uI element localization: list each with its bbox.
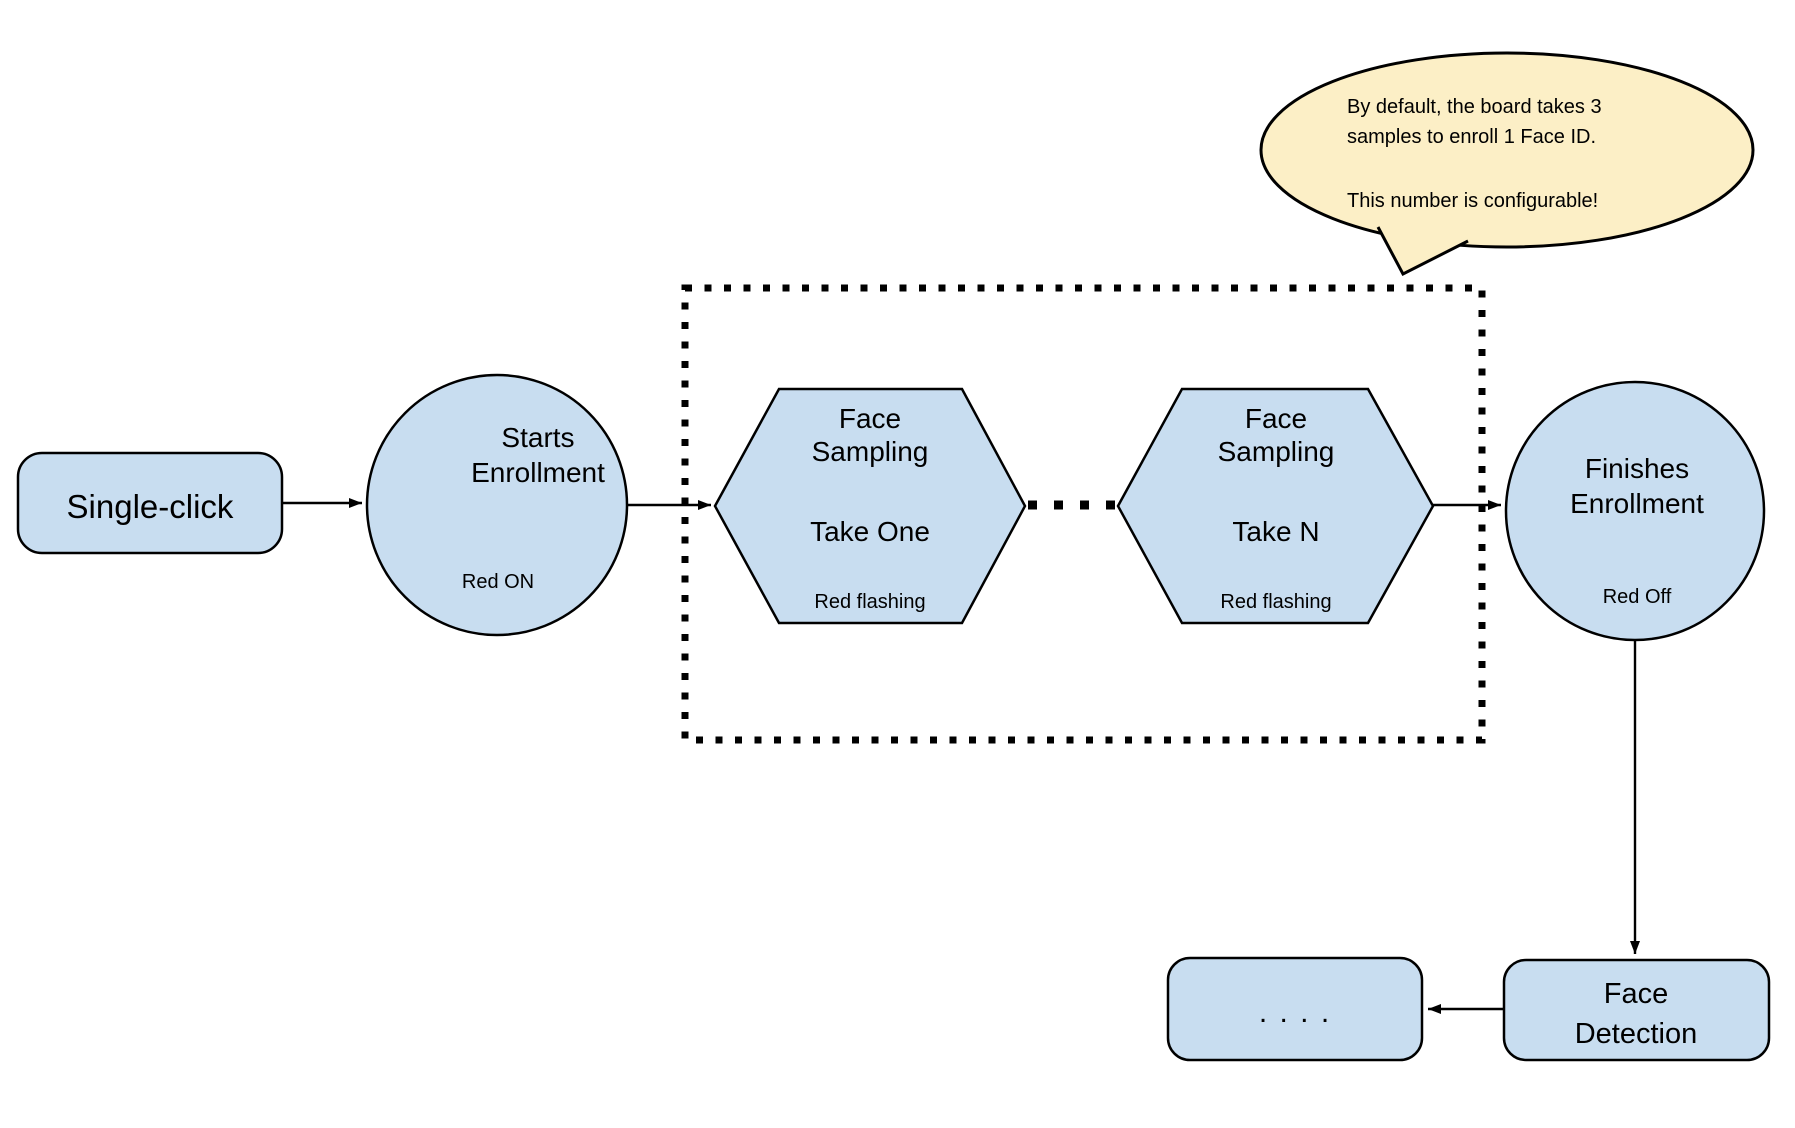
node-single-click: Single-click (16, 451, 284, 555)
starts-enrollment-line2: Enrollment (471, 457, 605, 488)
callout-line1: By default, the board takes 3 (1347, 96, 1602, 118)
face-sampling-one-line3: Take One (810, 516, 930, 547)
face-sampling-n-line1: Face (1245, 403, 1307, 434)
starts-enrollment-line1: Starts (501, 422, 574, 453)
callout-line2: samples to enroll 1 Face ID. (1347, 126, 1596, 148)
finishes-enrollment-line2: Enrollment (1570, 488, 1704, 519)
callout-bubble: By default, the board takes 3 samples to… (1259, 51, 1755, 277)
node-face-sampling-take-n: Face Sampling Take N Red flashing (1116, 387, 1435, 625)
face-sampling-n-line2: Sampling (1218, 436, 1335, 467)
starts-enrollment-status: Red ON (462, 571, 534, 593)
node-finishes-enrollment: Finishes Enrollment Red Off (1504, 380, 1766, 642)
face-detection-line1: Face (1604, 978, 1668, 1010)
node-starts-enrollment: Starts Enrollment Red ON (365, 373, 629, 637)
node-face-detection: Face Detection (1502, 958, 1771, 1062)
node-face-sampling-take-one: Face Sampling Take One Red flashing (713, 387, 1027, 625)
starts-enrollment-shape (365, 373, 629, 637)
continuation-shape (1166, 956, 1424, 1062)
face-detection-line2: Detection (1575, 1018, 1698, 1050)
face-sampling-n-status: Red flashing (1220, 591, 1331, 613)
face-sampling-one-line1: Face (839, 403, 901, 434)
callout-bubble-tail (1376, 226, 1469, 277)
callout-line3: This number is configurable! (1347, 190, 1598, 212)
face-sampling-one-shape (713, 387, 1027, 625)
face-sampling-one-line2: Sampling (812, 436, 929, 467)
continuation-label: . . . . (1259, 996, 1331, 1029)
face-sampling-one-status: Red flashing (814, 591, 925, 613)
finishes-enrollment-status: Red Off (1603, 586, 1672, 608)
face-sampling-n-line3: Take N (1232, 516, 1319, 547)
finishes-enrollment-line1: Finishes (1585, 453, 1689, 484)
callout-bubble-shape (1259, 51, 1755, 249)
node-continuation: . . . . (1166, 956, 1424, 1062)
single-click-label: Single-click (67, 488, 234, 525)
